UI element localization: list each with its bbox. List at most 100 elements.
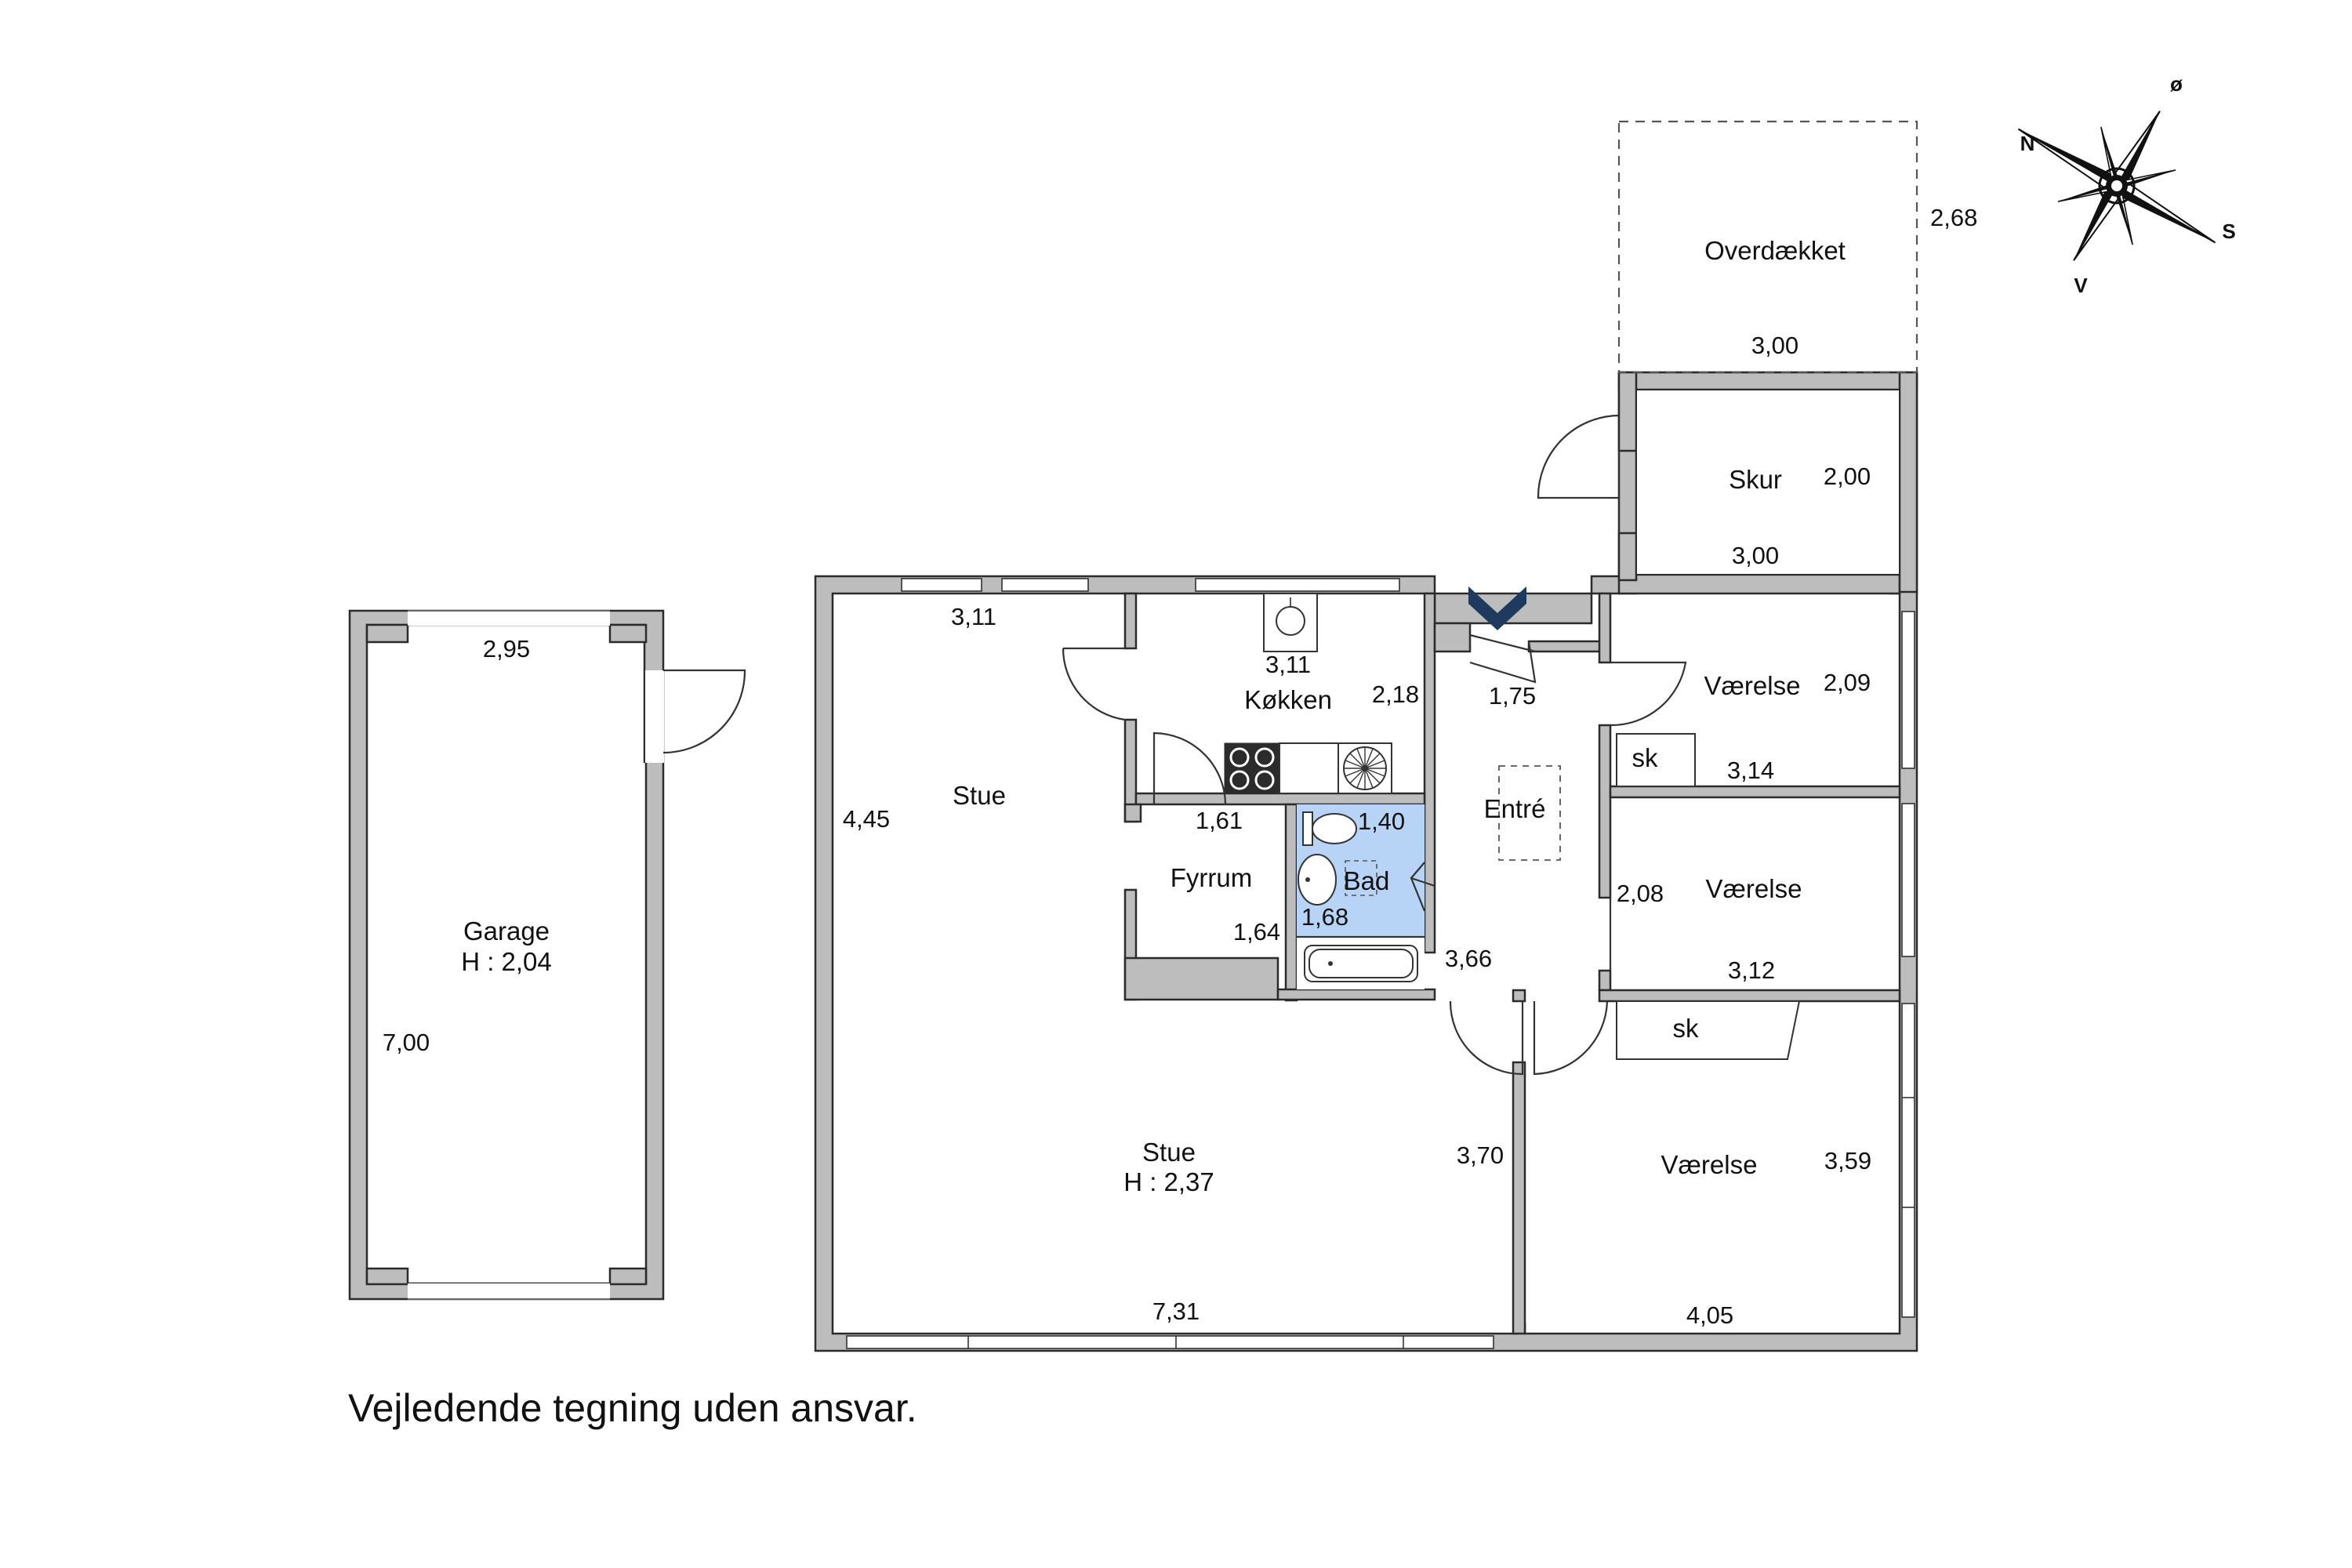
kitchen-width: 3,11 bbox=[1265, 651, 1311, 678]
bathtub-icon bbox=[1304, 945, 1418, 982]
window bbox=[1901, 611, 1915, 769]
interior-wall bbox=[1598, 724, 1612, 899]
bedroom3-door-swing[interactable] bbox=[1533, 1000, 1609, 1076]
living-top-label: Stue bbox=[953, 781, 1006, 810]
terrace-width: 3,00 bbox=[1751, 332, 1798, 359]
garage: 2,95 7,00 Garage H : 2,04 bbox=[348, 609, 746, 1301]
bath-depth: 1,68 bbox=[1301, 903, 1348, 931]
terrace-depth: 2,68 bbox=[1930, 204, 1977, 231]
shed-top-wall bbox=[1617, 371, 1918, 391]
living-door-swing[interactable] bbox=[1449, 1000, 1524, 1076]
shed-depth: 2,00 bbox=[1824, 463, 1871, 490]
kitchen-door-swing[interactable] bbox=[1062, 647, 1126, 721]
interior-wall bbox=[1134, 792, 1426, 806]
bedroom2-width: 3,12 bbox=[1728, 956, 1775, 984]
terrace-label: Overdækket bbox=[1704, 236, 1846, 265]
fan-icon bbox=[1338, 742, 1392, 794]
shed-door-swing[interactable] bbox=[1537, 414, 1621, 499]
interior-wall bbox=[1123, 803, 1142, 823]
window bbox=[901, 578, 982, 592]
interior-wall bbox=[1527, 640, 1609, 653]
bedroom1-width: 3,14 bbox=[1727, 757, 1774, 784]
bedroom2-label: Værelse bbox=[1706, 874, 1802, 903]
shed-floor bbox=[1637, 390, 1899, 574]
kitchen-depth: 2,18 bbox=[1372, 681, 1419, 708]
shed-left-wall bbox=[1617, 371, 1638, 452]
shed-width: 3,00 bbox=[1732, 542, 1779, 569]
interior-wall bbox=[1284, 803, 1298, 1002]
window bbox=[1901, 803, 1915, 957]
bedroom3-label: Værelse bbox=[1661, 1150, 1758, 1179]
compass-north: N bbox=[2020, 132, 2035, 155]
toilet-icon bbox=[1302, 811, 1357, 846]
shed-label: Skur bbox=[1729, 465, 1782, 494]
bath-label: Bad bbox=[1344, 866, 1390, 895]
entry-width: 1,75 bbox=[1489, 682, 1536, 710]
kitchen-sink-icon bbox=[1263, 593, 1318, 652]
interior-wall bbox=[1609, 785, 1901, 799]
interior-wall bbox=[1617, 573, 1901, 595]
garage-gate-opening bbox=[408, 1283, 610, 1300]
garage-wall-stub bbox=[608, 623, 648, 644]
entry-depth: 3,66 bbox=[1445, 945, 1492, 972]
interior-wall bbox=[1433, 622, 1472, 653]
bedroom1-door-swing[interactable] bbox=[1610, 661, 1687, 727]
living-top-width: 3,11 bbox=[951, 603, 996, 630]
entrance-door[interactable] bbox=[1468, 633, 1536, 653]
garage-height: H : 2,04 bbox=[461, 947, 552, 976]
kitchen-counter bbox=[1279, 742, 1339, 794]
skylight bbox=[1498, 765, 1561, 861]
closet2-label: sk bbox=[1673, 1014, 1700, 1043]
interior-wall bbox=[1512, 1061, 1526, 1335]
closet bbox=[1616, 1000, 1801, 1060]
living-top-depth: 4,45 bbox=[843, 805, 890, 833]
closet bbox=[1616, 733, 1696, 787]
interior-wall bbox=[1598, 592, 1612, 664]
bedroom3-width: 4,05 bbox=[1686, 1301, 1733, 1329]
window bbox=[846, 1335, 1494, 1349]
boiler-width: 1,61 bbox=[1196, 807, 1243, 834]
garage-wall-stub bbox=[365, 623, 409, 644]
boiler-depth: 1,64 bbox=[1233, 918, 1280, 946]
garage-wall-stub bbox=[608, 1267, 648, 1286]
living-main-depth: 3,70 bbox=[1457, 1142, 1504, 1169]
interior-wall bbox=[1512, 989, 1526, 1003]
compass-south: S bbox=[2222, 220, 2235, 243]
interior-wall bbox=[1598, 969, 1612, 992]
house bbox=[814, 371, 1918, 1352]
closet1-label: sk bbox=[1632, 743, 1659, 772]
bathroom-sink-icon bbox=[1298, 854, 1337, 906]
shed-right-wall bbox=[1898, 371, 1918, 593]
garage-wall-stub bbox=[365, 1267, 409, 1286]
window bbox=[1195, 578, 1400, 592]
interior-wall bbox=[1276, 988, 1436, 1001]
entrance-arrow-icon bbox=[1468, 586, 1526, 630]
garage-door-swing[interactable] bbox=[662, 669, 746, 754]
skur bbox=[1537, 371, 1918, 593]
interior-wall bbox=[1423, 592, 1436, 954]
window bbox=[1901, 1003, 1915, 1318]
kitchen-label: Køkken bbox=[1244, 685, 1332, 714]
bedroom1-depth: 2,09 bbox=[1824, 669, 1871, 696]
boiler-label: Fyrrum bbox=[1171, 863, 1252, 892]
stove-icon bbox=[1224, 742, 1280, 794]
interior-wall bbox=[1598, 989, 1901, 1003]
living-main-width: 7,31 bbox=[1152, 1298, 1200, 1325]
bathroom-door-leaf bbox=[1410, 877, 1436, 887]
compass-west: V bbox=[2074, 274, 2088, 297]
bedroom3-depth: 3,59 bbox=[1824, 1147, 1871, 1174]
window bbox=[1001, 578, 1089, 592]
boiler-room-door-swing[interactable] bbox=[1152, 731, 1227, 805]
interior-wall bbox=[1123, 592, 1138, 650]
garage-door-opening bbox=[645, 670, 664, 763]
garage-gate-opening bbox=[408, 610, 610, 626]
covered-terrace bbox=[1617, 120, 1918, 374]
entrance-door-swing[interactable] bbox=[1469, 641, 1537, 684]
bath-width: 1,40 bbox=[1358, 808, 1405, 835]
garage-width: 2,95 bbox=[483, 635, 530, 662]
interior-wall bbox=[1123, 956, 1279, 1001]
shed-left-wall bbox=[1617, 532, 1638, 582]
living-main-label: Stue bbox=[1142, 1138, 1196, 1167]
bedroom1-label: Værelse bbox=[1704, 671, 1801, 700]
